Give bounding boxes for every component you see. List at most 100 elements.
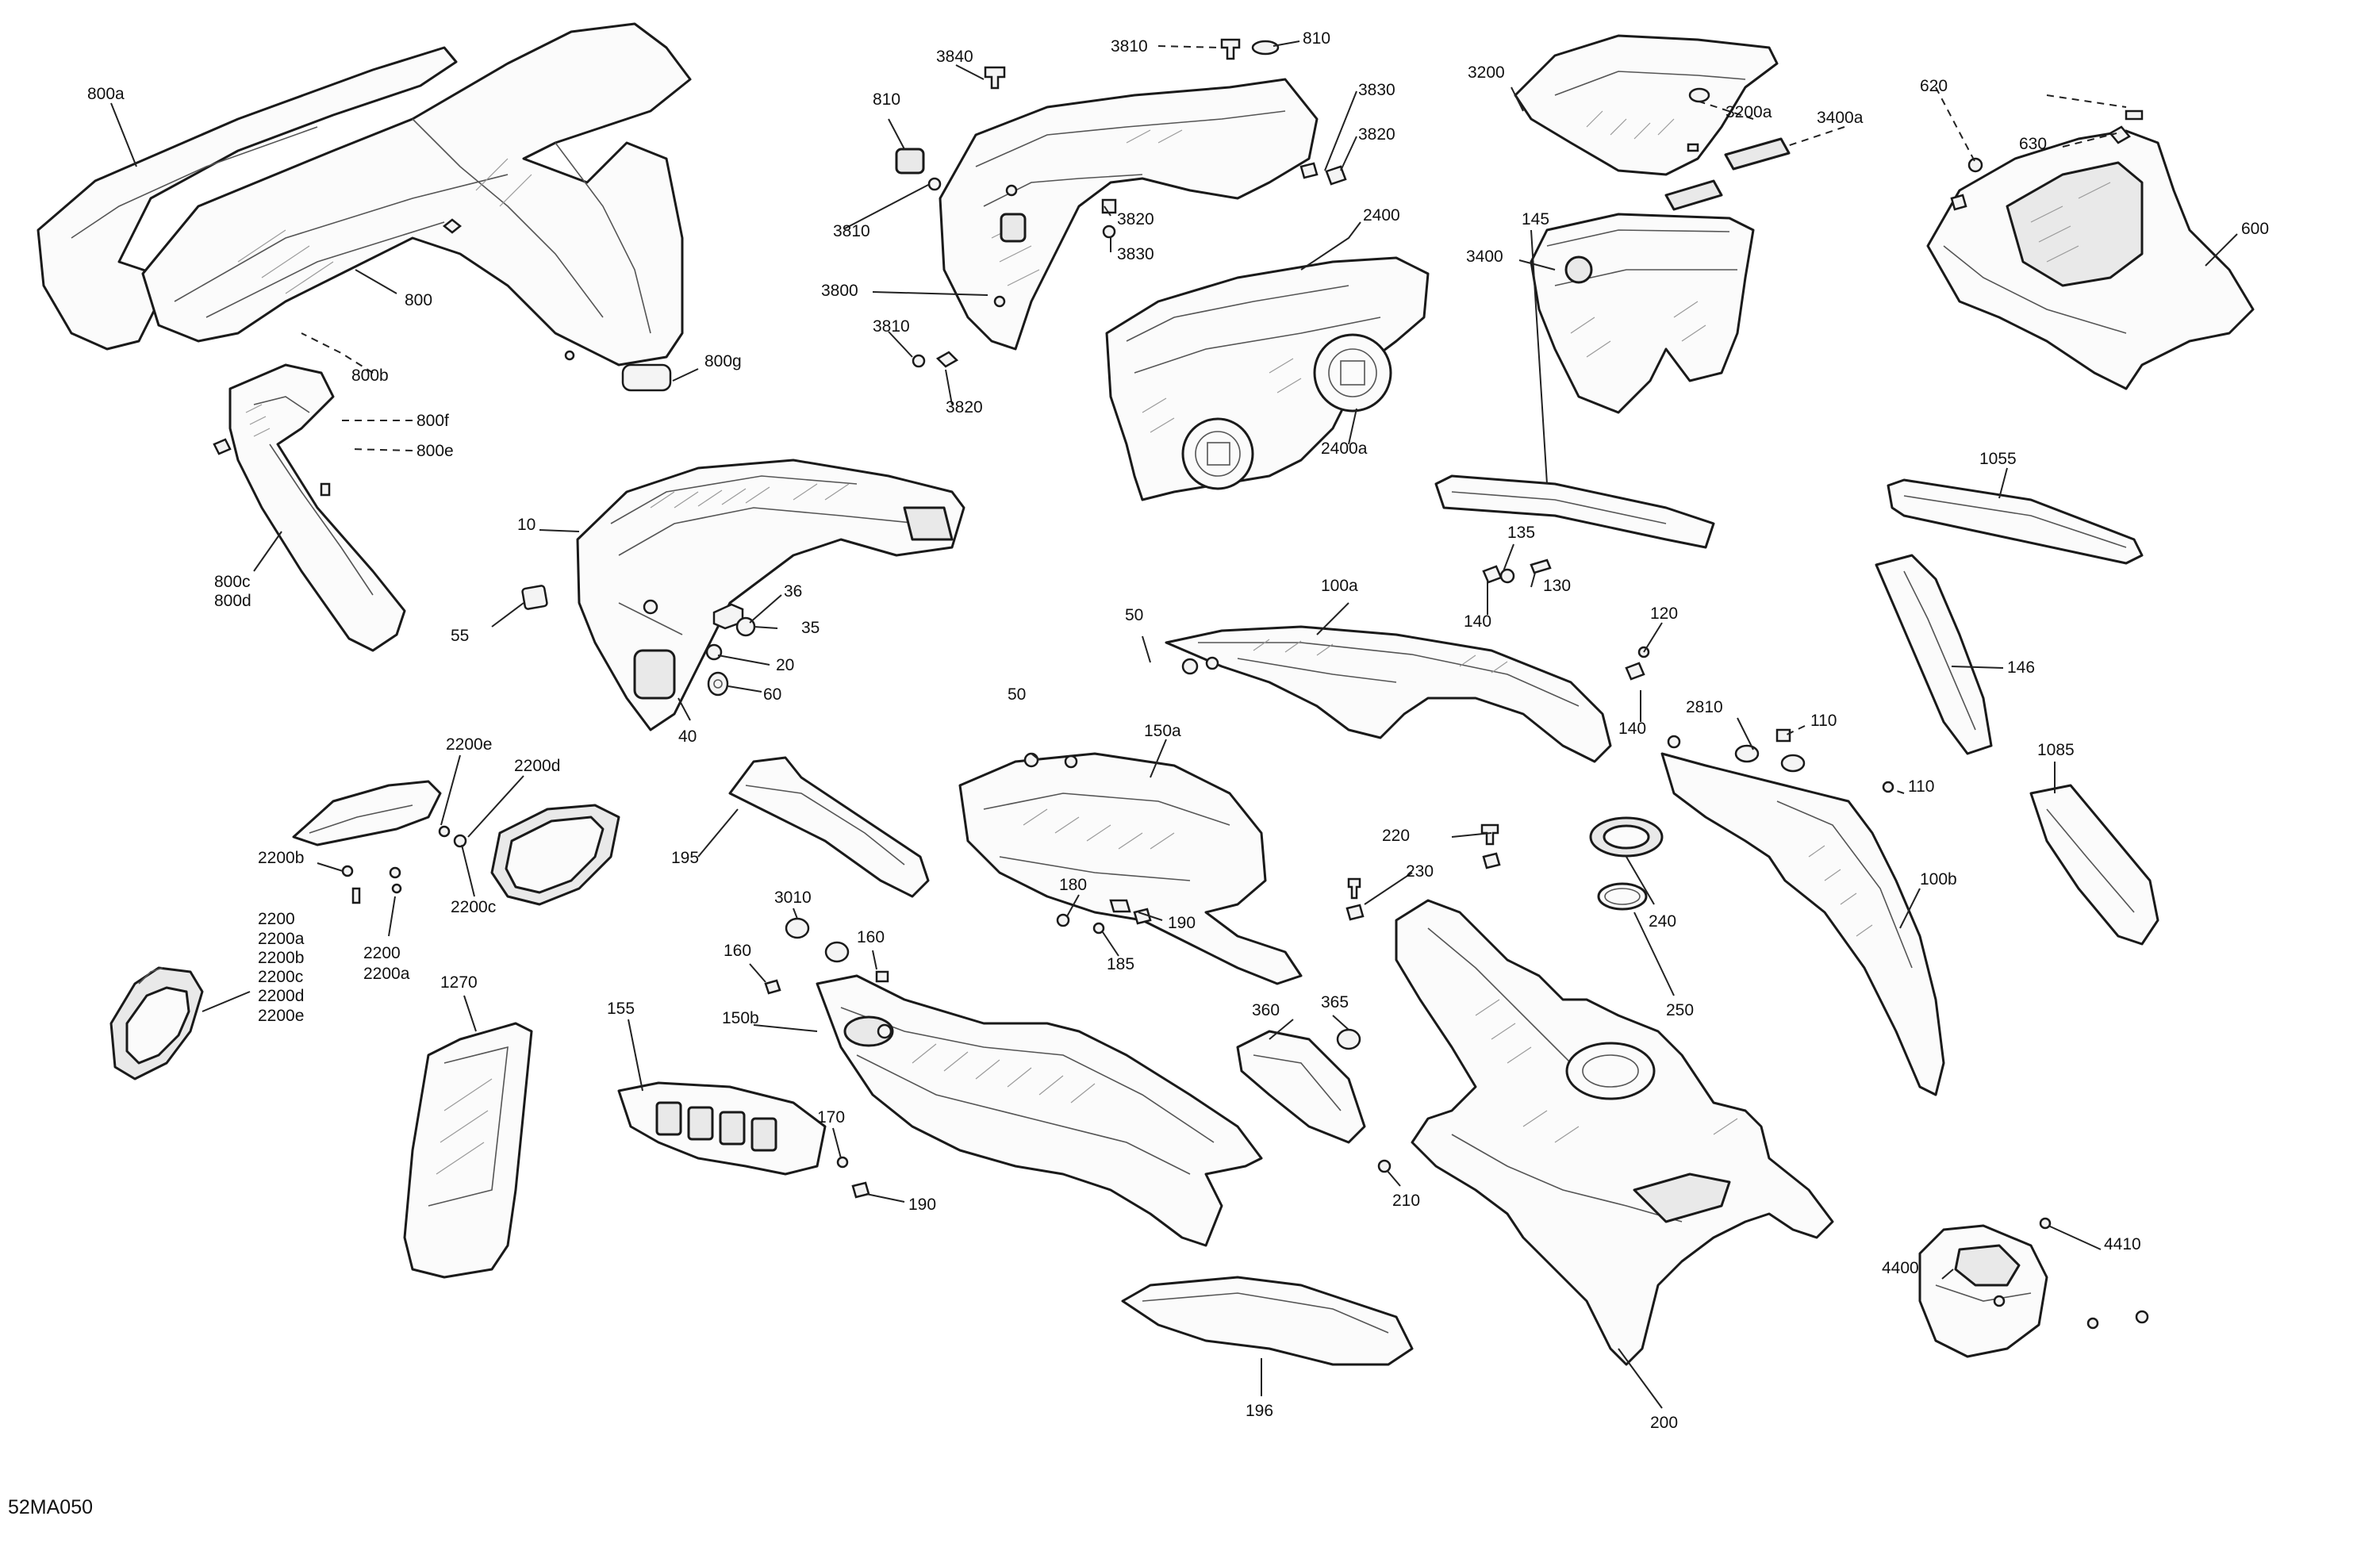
callout-label: 20 [776,656,794,674]
callout-label: 55 [451,627,469,645]
callout-label: 810 [873,90,900,109]
callout-label: 360 [1252,1001,1280,1019]
callout-label: 3840 [936,48,973,66]
callout-label: 3800 [821,282,858,300]
callout-label: 3400a [1817,109,1864,127]
callout-label: 2200b [258,849,304,867]
callout-label: 600 [2241,220,2269,238]
callout-label: 190 [1168,914,1196,932]
part-55-clip [521,585,548,610]
figure-code: 52MA050 [8,1496,93,1518]
callout-label: 250 [1666,1001,1694,1019]
callout-label: 2200a [258,930,305,948]
parts-35-36-20-60-fasteners [705,603,756,697]
callout-label: 110 [1908,777,1934,796]
callout-label: 4410 [2104,1235,2141,1253]
callout-label: 810 [1303,29,1330,48]
part-1055-trim-strip [1887,478,2144,565]
callout-label: 150b [722,1009,759,1027]
callout-label: 240 [1649,912,1676,931]
callout-label: 800a [87,85,125,103]
callout-label: 2400 [1363,206,1400,225]
callout-label: 2200c [258,968,303,986]
callout-label: 2200e [258,1007,304,1025]
part-150a-side-panel [958,752,1303,985]
part-146-side-trim [1875,554,1993,755]
callout-label: 135 [1507,524,1535,542]
part-3400-storage-bin [1530,213,1755,414]
callout-label: 2200d [514,757,560,775]
part-3200-tray [1514,34,1791,211]
part-360-panel [1236,1030,1366,1144]
callout-label: 1085 [2037,741,2075,759]
part-100a-side-panel [1165,625,1612,763]
callout-label: 2200 [363,944,401,962]
callout-label: 800e [416,442,454,460]
callout-label: 800g [704,352,742,370]
callout-label: 2400a [1321,439,1368,458]
part-200-body [1377,899,1834,1366]
callout-label: 40 [678,727,697,746]
callout-label: 130 [1543,577,1571,595]
callout-label: 2200c [451,898,496,916]
callout-label: 3810 [833,222,870,240]
part-800c-side-trim [213,363,406,652]
parts-3010-160-170-fasteners [764,917,889,1199]
callout-label: 800f [416,412,449,430]
callout-label: 800d [214,592,251,610]
callout-label: 110 [1810,712,1837,730]
callout-label: 195 [671,849,699,867]
callout-label: 3830 [1358,81,1395,99]
parts-180-185-190-fasteners [1056,913,1105,935]
part-1085-trim-piece [2029,784,2159,946]
part-100b-side-panel [1660,728,1945,1096]
callout-label: 36 [784,582,802,601]
callout-label: 160 [724,942,751,960]
callout-label: 800b [351,367,389,385]
callout-label: 155 [607,1000,635,1018]
callout-label: 800 [405,291,432,309]
part-2200d-mirror-glass [490,804,620,906]
callout-label: 3810 [873,317,910,336]
callout-label: 100b [1920,870,1957,889]
part-150b-side-panel [816,974,1263,1247]
part-600-rear-panel [1926,109,2255,390]
part-1270-panel [403,1022,533,1279]
callout-labels: 800a 800 800b 800g 800f 800e 800c 800d 3… [87,29,2269,1432]
callout-label: 140 [1618,720,1646,738]
callout-label: 3400 [1466,248,1503,266]
callout-label: 2200 [258,910,295,928]
parts-130-135-140-fasteners [1482,558,1650,681]
part-2400-headlight-assembly [1105,256,1430,501]
callout-label: 3810 [1111,37,1148,56]
callout-label: 10 [517,516,536,534]
callout-label: 210 [1392,1192,1420,1210]
part-10-front-bracket [576,459,965,731]
callout-label: 3820 [1117,210,1154,228]
callout-label: 150a [1144,722,1181,740]
callout-label: 3820 [1358,125,1395,144]
part-2200-mirror-assembly [109,966,204,1080]
callout-label: 145 [1522,210,1549,228]
callout-label: 2200a [363,965,410,983]
parts-3800-fasteners [895,38,1347,368]
callout-label: 2200b [258,949,304,967]
part-195-trim-piece [728,756,930,898]
callout-label: 3830 [1117,245,1154,263]
callout-label: 160 [857,928,885,946]
callout-label: 365 [1321,993,1349,1011]
callout-label: 170 [817,1108,845,1127]
part-2200-mirror-bracket [292,780,467,904]
part-196-lower-trim [1121,1276,1414,1366]
callout-label: 200 [1650,1414,1678,1432]
callout-label: 4400 [1882,1259,1919,1277]
part-365-plug [1336,1028,1361,1050]
callout-label: 630 [2019,135,2047,153]
callout-label: 180 [1059,876,1087,894]
part-4400-module [1918,1217,2149,1358]
callout-label: 60 [763,685,781,704]
callout-label: 190 [908,1196,936,1214]
callout-label: 1270 [440,973,478,992]
callout-label: 50 [1008,685,1026,704]
